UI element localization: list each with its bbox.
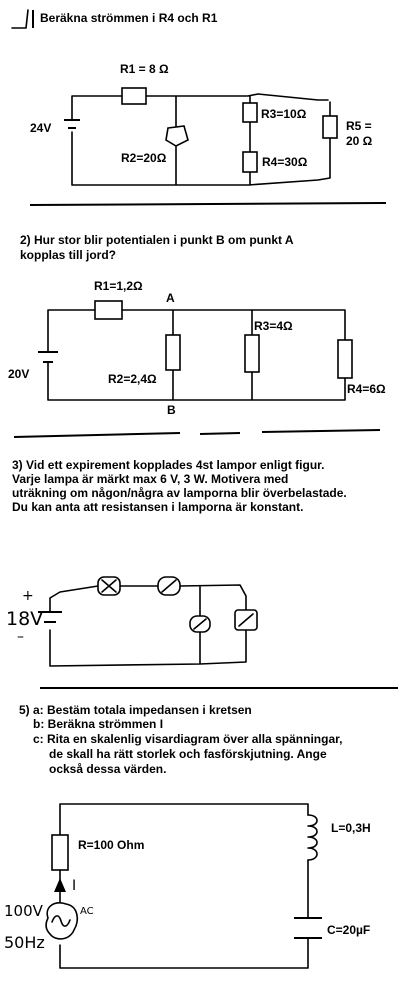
ac-wave-icon bbox=[51, 915, 71, 927]
problem-3: 3) Vid ett expirement kopplades 4st lamp… bbox=[6, 458, 347, 667]
problem-1-title: Beräkna strömmen i R4 och R1 bbox=[40, 11, 218, 25]
problem-3-line-2: Varje lampa är märkt max 6 V, 3 W. Motiv… bbox=[12, 472, 288, 486]
circuit-3-wires bbox=[49, 584, 247, 667]
resistor-r3-p2 bbox=[244, 334, 260, 373]
current-label: I bbox=[72, 878, 76, 894]
resistor-r4-p2-label: R4=6Ω bbox=[347, 382, 386, 396]
problem-1: Beräkna strömmen i R4 och R1 24V R1 = 8 … bbox=[11, 9, 373, 186]
problem-5-line-c3: också dessa värden. bbox=[49, 762, 166, 776]
resistor-r5 bbox=[322, 115, 338, 139]
resistor-r2-label: R2=20Ω bbox=[121, 151, 167, 165]
resistor-r-label: R=100 Ohm bbox=[78, 838, 144, 852]
problem-3-line-3: uträkning om någon/några av lamporna bli… bbox=[12, 486, 347, 500]
problem-5-line-b: b: Beräkna strömmen I bbox=[33, 717, 163, 731]
battery-3-plus: + bbox=[22, 588, 34, 604]
circuit-1-wires bbox=[71, 93, 331, 186]
resistor-r4-p2 bbox=[337, 339, 353, 379]
problem-5-line-c2: de skall ha rätt storlek och fasförskjut… bbox=[49, 747, 327, 761]
resistor-r2-p2-label: R2=2,4Ω bbox=[108, 372, 157, 386]
resistor-r1-label: R1 = 8 Ω bbox=[120, 62, 169, 76]
inductor-coil bbox=[307, 814, 318, 861]
resistor-r4 bbox=[242, 151, 258, 173]
capacitor-label: C=20µF bbox=[327, 923, 370, 937]
resistor-r4-label: R4=30Ω bbox=[262, 155, 308, 169]
resistor-r bbox=[51, 834, 69, 871]
resistor-r3-p2-label: R3=4Ω bbox=[254, 319, 293, 333]
battery-1-voltage: 24V bbox=[30, 121, 51, 135]
problem-5-line-a: 5) a: Bestäm totala impedansen i kretsen bbox=[19, 703, 252, 717]
source-voltage: 100V bbox=[4, 902, 44, 920]
section-divider-1 bbox=[29, 202, 387, 206]
lamp-1 bbox=[97, 576, 121, 596]
battery-2-voltage: 20V bbox=[8, 367, 29, 381]
source-frequency: 50Hz bbox=[4, 933, 45, 952]
resistor-r3 bbox=[242, 102, 258, 123]
resistor-r1 bbox=[121, 87, 147, 105]
lamp-4 bbox=[234, 609, 258, 631]
problem-3-line-1: 3) Vid ett expirement kopplades 4st lamp… bbox=[12, 458, 325, 472]
circuit-2-wires bbox=[47, 309, 346, 401]
resistor-r2 bbox=[165, 125, 189, 147]
resistor-r2-p2 bbox=[165, 334, 181, 371]
point-a-label: A bbox=[166, 291, 175, 305]
lamp-2 bbox=[157, 576, 181, 596]
problem-3-line-4: Du kan anta att resistansen i lamporna ä… bbox=[12, 500, 303, 514]
section-divider-2 bbox=[13, 429, 381, 438]
problem-2-title-line-1: 2) Hur stor blir potentialen i punkt B o… bbox=[20, 233, 294, 247]
problem-2: 2) Hur stor blir potentialen i punkt B o… bbox=[8, 233, 386, 417]
resistor-r3-label: R3=10Ω bbox=[261, 107, 307, 121]
problem-5: 5) a: Bestäm totala impedansen i kretsen… bbox=[4, 703, 371, 969]
resistor-r5-label-1: R5 = bbox=[346, 119, 372, 133]
resistor-r5-label-2: 20 Ω bbox=[346, 134, 373, 148]
battery-3-voltage: 18V bbox=[6, 608, 43, 630]
resistor-r1-p2 bbox=[94, 300, 123, 320]
current-arrow-icon bbox=[54, 878, 66, 892]
problem-5-line-c1: c: Rita en skalenlig visardiagram över a… bbox=[33, 732, 342, 746]
problem-2-title-line-2: kopplas till jord? bbox=[20, 248, 116, 262]
source-ac-label: AC bbox=[80, 906, 94, 917]
lamp-3 bbox=[189, 615, 211, 633]
point-b-label: B bbox=[167, 403, 176, 417]
inductor-label: L=0,3H bbox=[331, 821, 371, 835]
circuit-5-wires bbox=[59, 803, 309, 969]
battery-3-minus: – bbox=[17, 629, 24, 645]
resistor-r1-p2-label: R1=1,2Ω bbox=[94, 279, 143, 293]
problem-number-bracket bbox=[11, 9, 29, 29]
